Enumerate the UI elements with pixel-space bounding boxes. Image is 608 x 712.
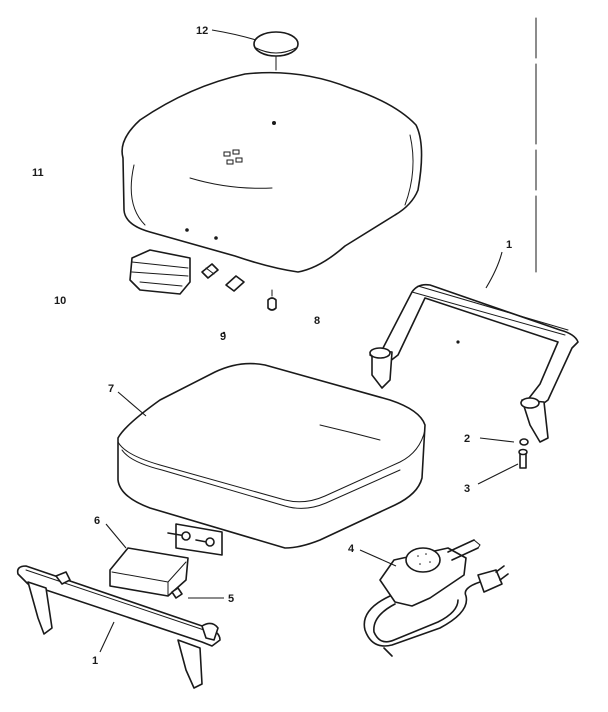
handle-bolt: [518, 448, 528, 469]
lid-knob: [253, 31, 299, 71]
callout-9: 9: [220, 331, 226, 343]
terminal-block: [167, 523, 223, 556]
callout-3: 3: [464, 483, 470, 495]
callout-4: 4: [348, 543, 355, 555]
temperature-control: [363, 539, 509, 657]
element-cover: [109, 547, 189, 597]
callout-5: 5: [228, 593, 234, 605]
fastener-screws: [225, 275, 277, 311]
callout-1-right: 1: [506, 239, 512, 251]
callout-7: 7: [108, 383, 114, 395]
skillet-pan: [117, 362, 426, 549]
handle-right: [369, 17, 579, 443]
callout-1-left: 1: [92, 655, 98, 667]
callout-11: 11: [32, 167, 44, 179]
leader-lines: [99, 29, 519, 653]
handle-left: [16, 565, 221, 689]
handle-nut: [519, 438, 529, 446]
callout-10: 10: [54, 295, 66, 307]
cover-screw: [171, 587, 183, 599]
screw: [201, 263, 226, 335]
callout-2: 2: [464, 433, 470, 445]
hinge-bracket: [129, 249, 191, 295]
callout-6: 6: [94, 515, 100, 527]
callout-12: 12: [196, 25, 208, 37]
callout-8: 8: [314, 315, 320, 327]
skillet-cover: [121, 71, 423, 273]
